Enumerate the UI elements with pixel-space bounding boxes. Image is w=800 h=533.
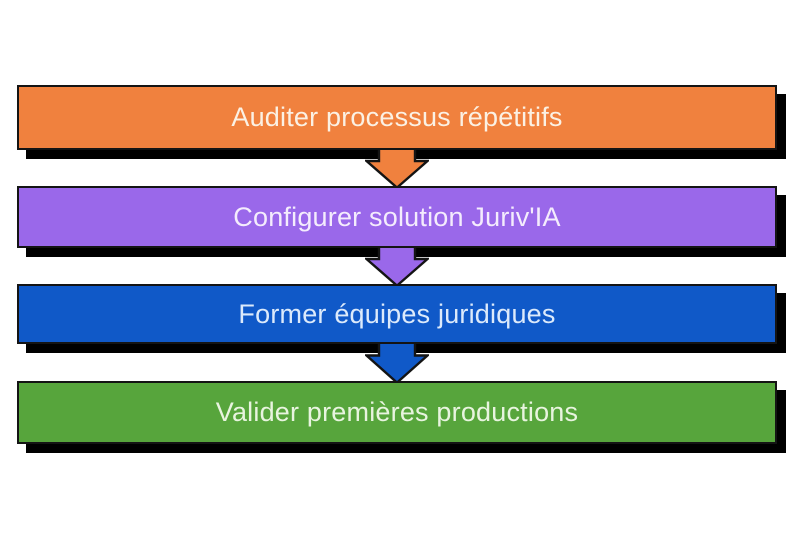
step-bar: Configurer solution Juriv'IA — [17, 186, 777, 248]
flow-step: Auditer processus répétitifs — [17, 85, 786, 189]
step-label: Valider premières productions — [215, 397, 579, 427]
step-bar: Former équipes juridiques — [17, 284, 777, 344]
step-bar: Auditer processus répétitifs — [17, 85, 777, 150]
step-label: Auditer processus répétitifs — [231, 102, 563, 132]
step-label: Configurer solution Juriv'IA — [233, 201, 561, 232]
flow-step: Former équipes juridiques — [17, 284, 786, 384]
flow-step: Valider premières productions — [17, 381, 786, 453]
flow-step: Configurer solution Juriv'IA — [17, 186, 786, 287]
arrow-down-icon — [365, 242, 429, 287]
step-label: Former équipes juridiques — [238, 298, 556, 329]
arrow-down-icon — [365, 144, 429, 189]
arrow-down-icon — [365, 338, 429, 384]
step-bar: Valider premières productions — [17, 381, 777, 444]
